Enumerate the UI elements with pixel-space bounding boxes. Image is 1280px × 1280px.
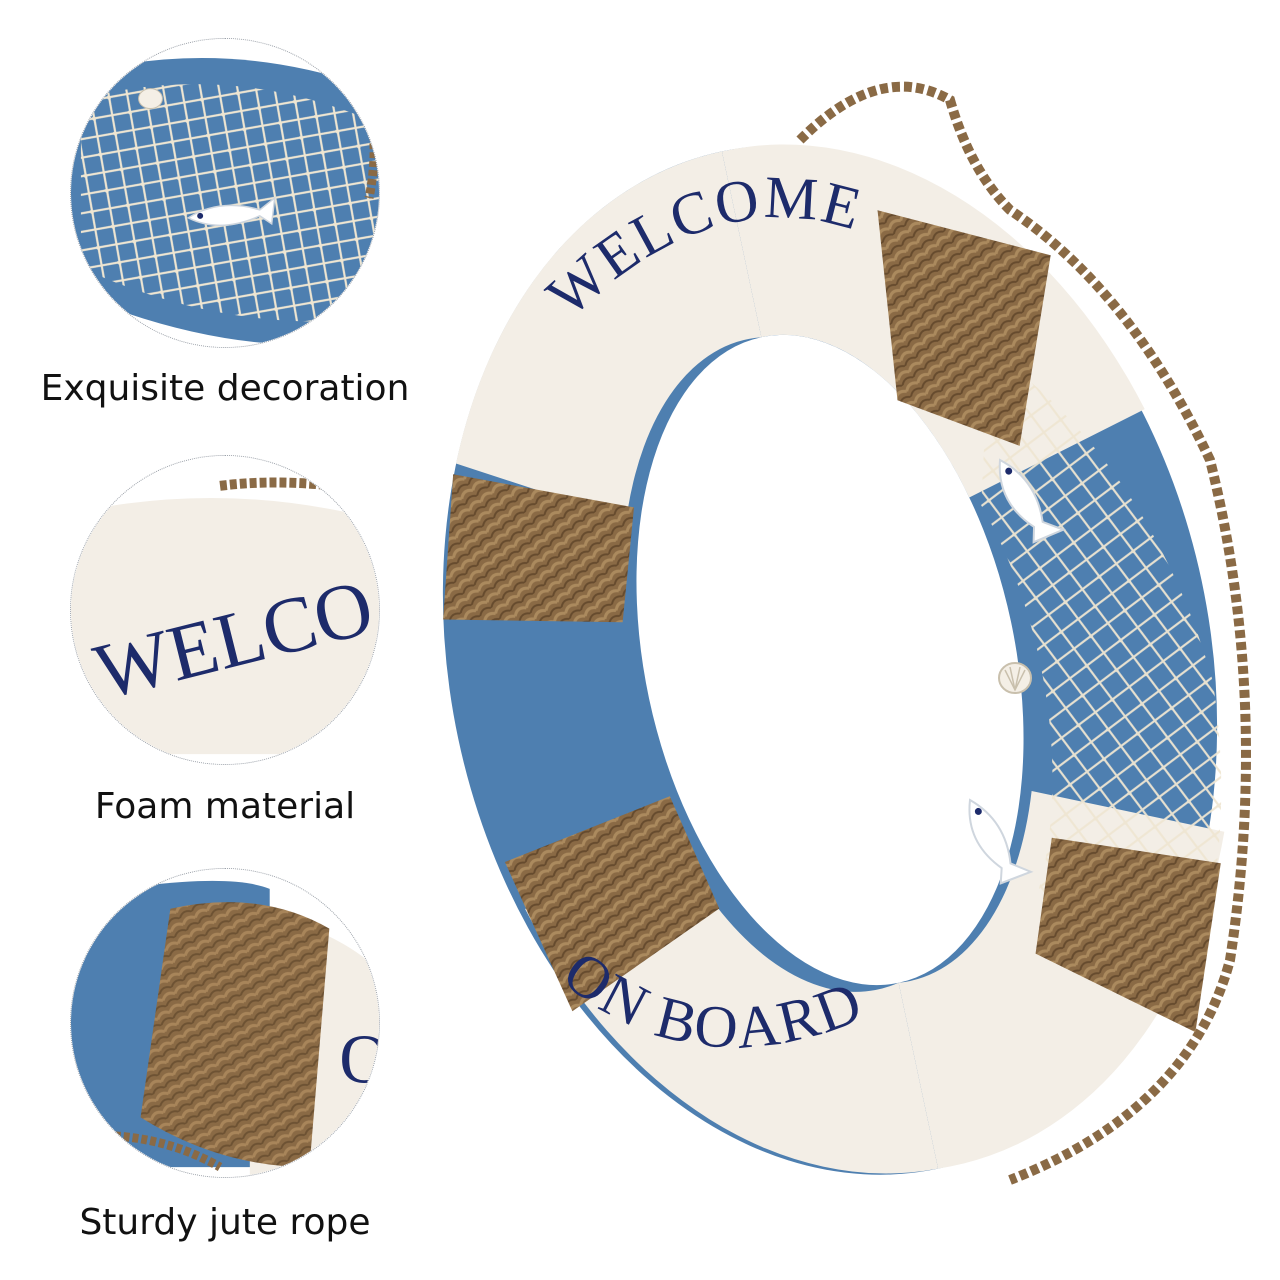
- rope-wrap-left-bottom: [504, 796, 720, 1012]
- life-ring-illustration: WELCOME ON BOARD: [442, 81, 1251, 1185]
- caption-sturdy-jute-rope: Sturdy jute rope: [79, 1202, 371, 1243]
- rope-on-text: O: [339, 1022, 379, 1099]
- shell-icon: [138, 88, 163, 110]
- caption-exquisite-decoration: Exquisite decoration: [40, 368, 410, 409]
- rope-wrap-left-top: [443, 474, 634, 623]
- shell-icon: [998, 662, 1032, 694]
- hanging-rope: [796, 81, 1251, 1185]
- fish-icon: [998, 458, 1067, 544]
- rope-wrap-right-top: [877, 210, 1051, 446]
- zoom-circle-rope: O: [70, 868, 380, 1178]
- zoom-circle-decoration: [70, 38, 380, 348]
- rope-wrap-right-bottom: [1035, 837, 1221, 1033]
- fish-icon: [968, 798, 1034, 885]
- caption-foam-material: Foam material: [94, 786, 356, 827]
- fish-icon: [186, 196, 276, 227]
- zoom-circle-foam: WELCO: [70, 455, 380, 765]
- ring-hole: [636, 334, 1024, 986]
